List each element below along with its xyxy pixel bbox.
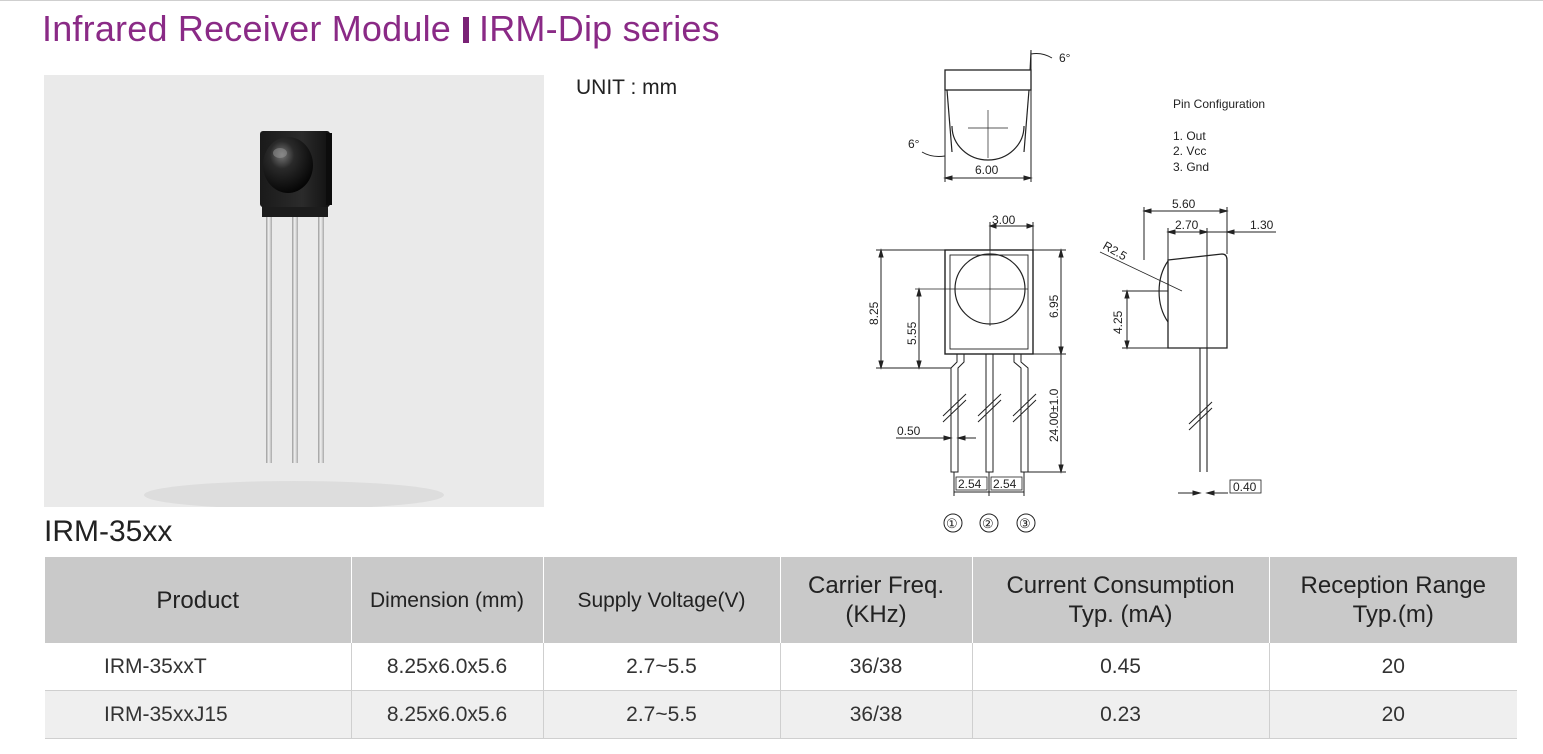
cell-supply-voltage: 2.7~5.5 (543, 690, 781, 739)
pin-3-label: 3. Gnd (1173, 160, 1209, 174)
top-view (921, 49, 1053, 182)
angle-left-label: 6° (908, 137, 920, 151)
header-product: Product (45, 557, 352, 643)
dim-2-70-label: 2.70 (1175, 218, 1199, 232)
dim-5-55-label: 5.55 (905, 321, 919, 345)
cell-carrier-freq: 36/38 (780, 643, 973, 691)
cell-current-consumption: 0.23 (972, 690, 1270, 739)
dim-4-25-label: 4.25 (1111, 310, 1125, 334)
spec-table: Product Dimension (mm) Supply Voltage(V)… (45, 557, 1517, 739)
table-header-row: Product Dimension (mm) Supply Voltage(V)… (45, 557, 1517, 643)
cell-dimension: 8.25x6.0x5.6 (351, 690, 544, 739)
dim-pitch-1-label: 2.54 (958, 477, 982, 491)
pin-number-3: ③ (1019, 516, 1031, 531)
pin-number-2: ② (982, 516, 994, 531)
header-dimension: Dimension (mm) (351, 557, 544, 643)
title-separator (463, 17, 469, 43)
dim-3-00-label: 3.00 (992, 213, 1016, 227)
header-carrier-freq: Carrier Freq.(KHz) (780, 557, 973, 643)
pin-2-label: 2. Vcc (1173, 144, 1206, 158)
pin-number-1: ① (946, 516, 958, 531)
top-divider (0, 0, 1543, 1)
dim-8-25-label: 8.25 (867, 301, 881, 325)
unit-label: UNIT : mm (576, 76, 678, 99)
ir-receiver-image (144, 131, 444, 509)
dim-r2-5-label: R2.5 (1101, 238, 1130, 263)
dim-0-50-label: 0.50 (897, 424, 921, 438)
pin-1-label: 1. Out (1173, 129, 1206, 143)
table-row: IRM-35xxT 8.25x6.0x5.6 2.7~5.5 36/38 0.4… (45, 643, 1517, 691)
title-right: IRM-Dip series (479, 8, 720, 49)
title-left: Infrared Receiver Module (42, 8, 451, 49)
page-title: Infrared Receiver Module IRM-Dip series (42, 8, 720, 50)
product-photo (44, 75, 544, 509)
dim-5-60-label: 5.60 (1172, 197, 1196, 211)
dim-width-label: 6.00 (975, 163, 999, 177)
dim-6-95-label: 6.95 (1047, 294, 1061, 318)
model-title: IRM-35xx (44, 515, 173, 548)
header-supply-voltage: Supply Voltage(V) (543, 557, 781, 643)
front-view (876, 222, 1066, 533)
cell-reception-range: 20 (1269, 643, 1517, 691)
dim-24-label: 24.00±1.0 (1047, 388, 1061, 442)
pin-config-title: Pin Configuration (1173, 97, 1265, 111)
dim-1-30-label: 1.30 (1250, 218, 1274, 232)
cell-carrier-freq: 36/38 (780, 690, 973, 739)
side-view (1099, 207, 1276, 496)
cell-product: IRM-35xxT (45, 643, 352, 691)
angle-top-label: 6° (1059, 51, 1071, 65)
cell-supply-voltage: 2.7~5.5 (543, 643, 781, 691)
table-row: IRM-35xxJ15 8.25x6.0x5.6 2.7~5.5 36/38 0… (45, 690, 1517, 739)
cell-reception-range: 20 (1269, 690, 1517, 739)
dimension-drawing: 6° 6° 6.00 Pin Configuration 1. Out 2. V… (867, 49, 1276, 533)
cell-product: IRM-35xxJ15 (45, 690, 352, 739)
dim-0-40-label: 0.40 (1233, 480, 1257, 494)
cell-current-consumption: 0.45 (972, 643, 1270, 691)
dim-pitch-2-label: 2.54 (993, 477, 1017, 491)
cell-dimension: 8.25x6.0x5.6 (351, 643, 544, 691)
